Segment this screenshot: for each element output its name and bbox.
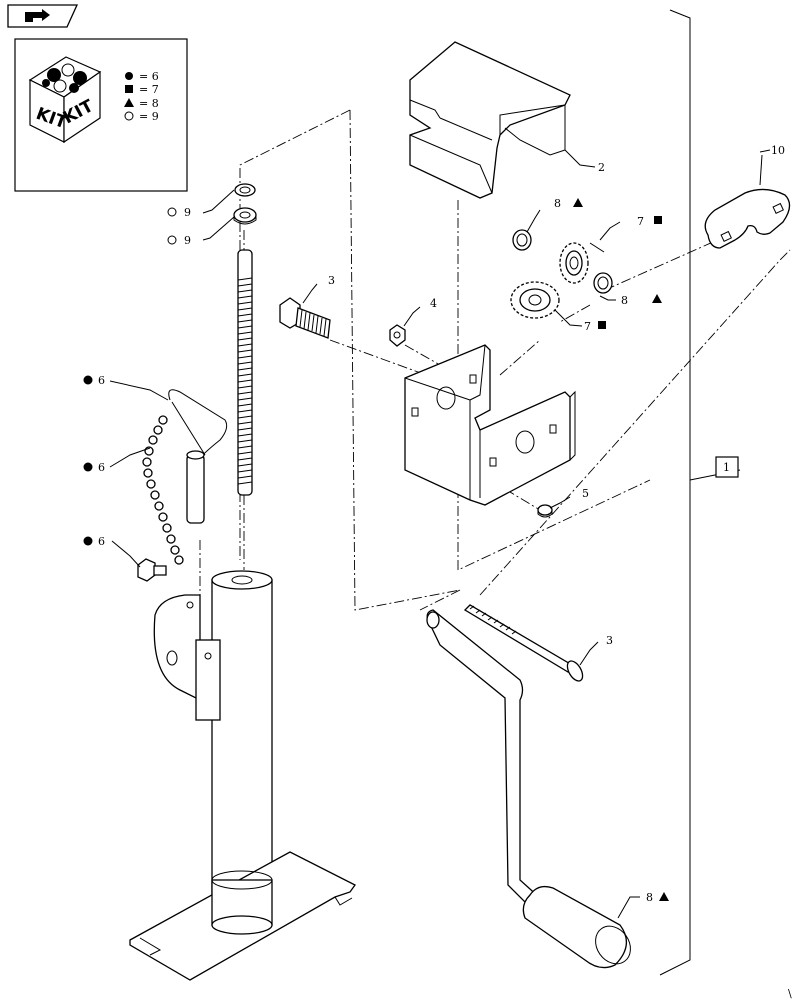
legend-circle-filled-icon [125, 72, 133, 80]
pin-part [168, 389, 228, 524]
bolt-small-part [137, 558, 167, 582]
retaining-ring-upper [512, 229, 532, 251]
callout-6-lower: 6 [98, 535, 105, 548]
jack-tube-part [153, 570, 273, 910]
kit-box-icon [28, 56, 102, 144]
circle-open-icon [167, 235, 177, 245]
chain-part [142, 415, 184, 565]
callout-9-lower: 9 [184, 234, 191, 247]
callout-3-upper: 3 [328, 274, 335, 287]
legend-row-9: = 9 [139, 110, 159, 123]
top-cap-part [409, 41, 571, 199]
corner-mark: \ [788, 987, 792, 1000]
small-gear-part [559, 242, 589, 284]
nut-part [389, 324, 406, 347]
callout-3-lower: 3 [606, 634, 613, 647]
callout-8-lower: 8 [646, 891, 653, 904]
callout-9-upper: 9 [184, 206, 191, 219]
washer-lower [233, 207, 257, 225]
screw-part [537, 504, 553, 518]
bolt-upper-part [279, 297, 331, 339]
washer-upper [234, 183, 256, 197]
legend-row-6: = 6 [139, 70, 159, 83]
base-plate-part [129, 851, 356, 981]
bevel-gear-part [510, 281, 560, 319]
bracket-housing-part [404, 344, 576, 506]
callout-8-middle: 8 [621, 294, 628, 307]
legend-triangle-filled-icon [124, 98, 134, 107]
plate-part [704, 188, 791, 249]
callout-10: 10 [771, 144, 785, 157]
threaded-rod-part [237, 249, 253, 496]
legend-row-8: = 8 [139, 97, 159, 110]
square-filled-icon [598, 321, 606, 329]
callout-4: 4 [430, 297, 437, 310]
triangle-filled-icon [652, 294, 662, 303]
callout-5: 5 [582, 487, 589, 500]
long-bolt-part [463, 604, 584, 682]
callout-6-upper: 6 [98, 374, 105, 387]
assembly-lines [199, 109, 791, 650]
retaining-ring-lower [593, 272, 613, 294]
circle-open-icon [167, 207, 177, 217]
circle-filled-icon [83, 462, 93, 472]
legend-square-filled-icon [125, 85, 133, 93]
callouts: 2 8 7 8 7 10 3 4 5 9 9 6 6 6 3 8 [83, 144, 785, 904]
circle-filled-icon [83, 375, 93, 385]
triangle-filled-icon [573, 198, 583, 207]
callout-7-lower: 7 [584, 320, 591, 333]
legend-row-7: = 7 [139, 83, 159, 96]
triangle-filled-icon [659, 892, 669, 901]
callout-6-middle: 6 [98, 461, 105, 474]
assembly-bracket: 1 [659, 9, 741, 976]
legend-circle-open-icon [124, 111, 134, 121]
callout-7-upper: 7 [637, 215, 644, 228]
kit-legend: KIT KIT = 6 = 7 = 8 = 9 [14, 38, 188, 192]
callout-1: 1 [723, 461, 730, 474]
callout-2: 2 [598, 161, 605, 174]
leader-lines [109, 149, 771, 919]
page-navigation-arrow-icon[interactable] [7, 4, 79, 28]
crank-handle-part [426, 609, 631, 969]
circle-filled-icon [83, 536, 93, 546]
square-filled-icon [654, 216, 662, 224]
callout-8-upper: 8 [554, 197, 561, 210]
